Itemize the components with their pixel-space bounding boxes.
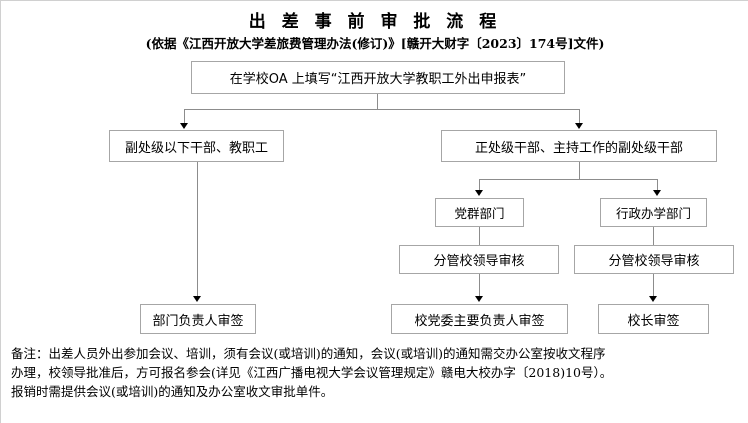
connector-left-long [197, 162, 198, 298]
node-start: 在学校OA 上填写“江西开放大学教职工外出申报表” [191, 61, 565, 94]
arrowhead-approval-1 [475, 296, 483, 302]
arrowhead-dept-2 [653, 190, 661, 196]
footnote-line-3: 报销时需提供会议(或培训)的通知及办公室收文审批单件。 [11, 384, 334, 399]
node-approval-left: 部门负责人审签 [140, 304, 256, 334]
connector-split-bar-1 [184, 109, 579, 110]
node-role-left: 副处级以下干部、教职工 [109, 130, 284, 162]
node-department-2: 行政办学部门 [600, 198, 707, 227]
page-subtitle: (依据《江西开放大学差旅费管理办法(修订)》[赣开大财字〔2023〕174号]文… [145, 36, 605, 51]
footnote-line-1: 备注：出差人员外出参加会议、培训，须有会议(或培训)的通知，会议(或培训)的通知… [11, 346, 606, 361]
footnote-line-2: 办理，校领导批准后，方可报名参会(详见《江西广播电视大学会议管理规定》赣电大校办… [11, 365, 613, 380]
connector-review2-approval [653, 274, 654, 298]
page-title: 出 差 事 前 审 批 流 程 [248, 12, 502, 32]
node-approval-1: 校党委主要负责人审签 [391, 304, 568, 334]
connector-split-left-2 [479, 179, 480, 192]
connector-start-down [377, 94, 378, 109]
node-approval-2: 校长审签 [598, 304, 709, 334]
connector-dept2-review [653, 227, 654, 245]
node-department-1: 党群部门 [435, 198, 524, 227]
node-role-right: 正处级干部、主持工作的副处级干部 [441, 130, 717, 162]
connector-review1-approval [479, 274, 480, 298]
arrowhead-right-branch [575, 123, 583, 129]
connector-right-down [579, 162, 580, 179]
connector-split-bar-2 [479, 179, 657, 180]
connector-split-right-2 [657, 179, 658, 192]
node-review-2: 分管校领导审核 [574, 245, 734, 274]
connector-split-right-1 [579, 109, 580, 128]
connector-split-left-1 [184, 109, 185, 128]
footnote: 备注：出差人员外出参加会议、培训，须有会议(或培训)的通知，会议(或培训)的通知… [11, 344, 741, 401]
arrowhead-dept-1 [475, 190, 483, 196]
node-review-1: 分管校领导审核 [399, 245, 559, 274]
connector-dept1-review [479, 227, 480, 245]
arrowhead-left-approval [193, 296, 201, 302]
arrowhead-approval-2 [649, 296, 657, 302]
arrowhead-left-branch [180, 123, 188, 129]
